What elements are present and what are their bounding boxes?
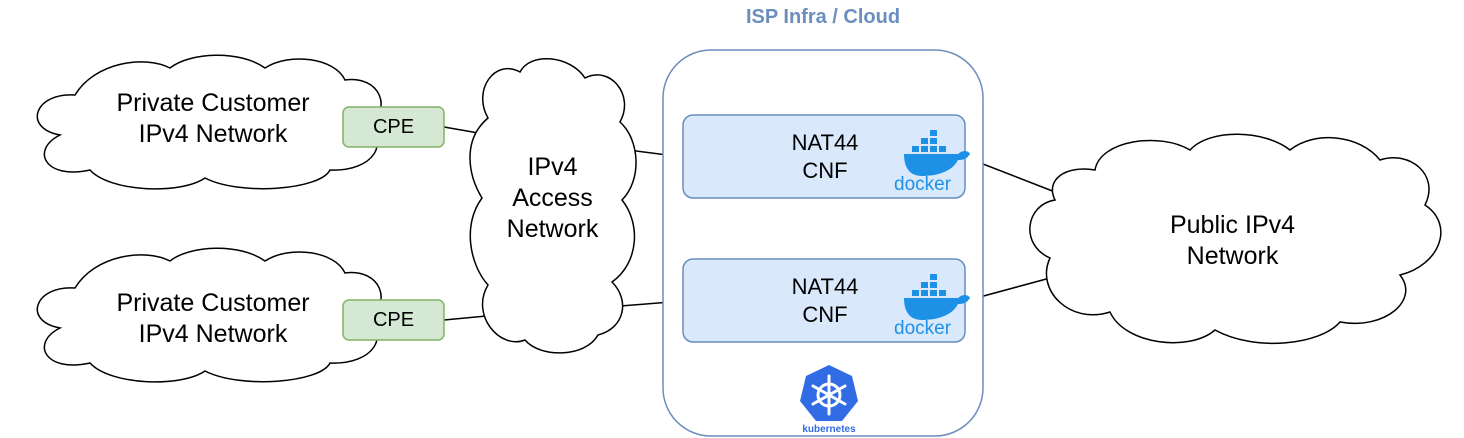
customer-cloud-2 — [36, 247, 382, 383]
kubernetes-logo-icon: kubernetes — [800, 365, 858, 435]
customer-label-line2: IPv4 Network — [138, 120, 288, 148]
customer-network-label-1: Private Customer IPv4 Network — [78, 88, 348, 150]
public-label-line1: Public IPv4 — [1169, 211, 1296, 239]
docker-logo-icon: docker — [894, 274, 970, 339]
nat-label-2: NAT44 CNF — [760, 273, 890, 329]
access-network-label: IPv4 Access Network — [495, 152, 610, 245]
customer-label-line1: Private Customer — [116, 289, 310, 317]
public-network-label: Public IPv4 Network — [1150, 210, 1315, 272]
access-network-cloud — [469, 58, 637, 354]
nat-label-line2: CNF — [802, 158, 848, 183]
nat-label-line2: CNF — [802, 302, 848, 327]
nat-label-1: NAT44 CNF — [760, 129, 890, 185]
access-label-line2: Access — [512, 184, 593, 212]
customer-cloud-1 — [36, 54, 382, 190]
access-label-line3: Network — [506, 215, 599, 243]
customer-network-label-2: Private Customer IPv4 Network — [78, 288, 348, 350]
docker-logo-text: docker — [894, 318, 952, 339]
customer-label-line1: Private Customer — [116, 89, 310, 117]
kubernetes-logo-text: kubernetes — [802, 424, 856, 435]
infra-title: ISP Infra / Cloud — [745, 6, 901, 28]
cpe-box-2 — [342, 299, 445, 341]
nat-label-line1: NAT44 — [791, 274, 859, 299]
public-network-cloud — [1029, 133, 1442, 345]
public-label-line2: Network — [1186, 242, 1279, 270]
docker-logo-icon: docker — [894, 130, 970, 195]
cpe-box-1 — [342, 106, 445, 148]
docker-logo-text: docker — [894, 174, 952, 195]
nat-label-line1: NAT44 — [791, 130, 859, 155]
cpe-label-2: CPE — [372, 309, 415, 331]
access-label-line1: IPv4 — [527, 153, 578, 181]
customer-label-line2: IPv4 Network — [138, 320, 288, 348]
cpe-label-1: CPE — [372, 116, 415, 138]
